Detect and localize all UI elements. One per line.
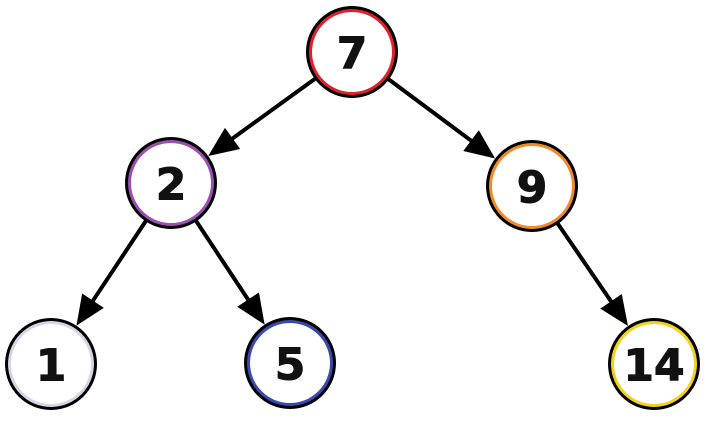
edge-line-2-5	[194, 219, 252, 304]
edge-arrowhead-7-9	[463, 130, 496, 159]
node-9-label: 9	[517, 163, 548, 214]
node-9-fill	[492, 146, 572, 226]
node-14: 14	[608, 318, 700, 410]
node-5-label: 5	[275, 340, 306, 391]
node-1-fill	[11, 324, 91, 404]
node-1-label: 1	[36, 341, 67, 392]
edge-arrowhead-2-5	[237, 292, 265, 325]
node-7-label: 7	[337, 29, 368, 80]
edge-2-5	[194, 219, 265, 325]
node-14-label: 14	[623, 341, 684, 392]
edge-arrowhead-2-1	[76, 293, 104, 326]
edge-arrowhead-7-2	[208, 127, 241, 157]
node-7-fill	[312, 12, 392, 92]
edge-7-9	[386, 77, 496, 159]
node-2-fill	[131, 143, 211, 223]
node-2: 2	[125, 137, 217, 229]
node-14-fill	[614, 324, 694, 404]
node-5: 5	[244, 317, 336, 409]
edge-line-9-14	[556, 221, 615, 305]
edges-group	[76, 76, 628, 327]
edge-7-2	[208, 76, 317, 157]
edge-2-1	[76, 219, 148, 326]
edge-9-14	[556, 221, 628, 327]
node-9: 9	[486, 140, 578, 232]
node-1: 1	[5, 318, 97, 410]
node-5-fill	[250, 323, 330, 403]
edge-line-7-9	[386, 77, 475, 144]
edge-line-2-1	[89, 219, 148, 305]
nodes-group: 7 2 9 1 5 14	[5, 6, 700, 410]
edge-line-7-2	[228, 76, 317, 142]
node-2-label: 2	[156, 160, 187, 211]
edge-arrowhead-9-14	[600, 293, 628, 327]
node-7: 7	[306, 6, 398, 98]
